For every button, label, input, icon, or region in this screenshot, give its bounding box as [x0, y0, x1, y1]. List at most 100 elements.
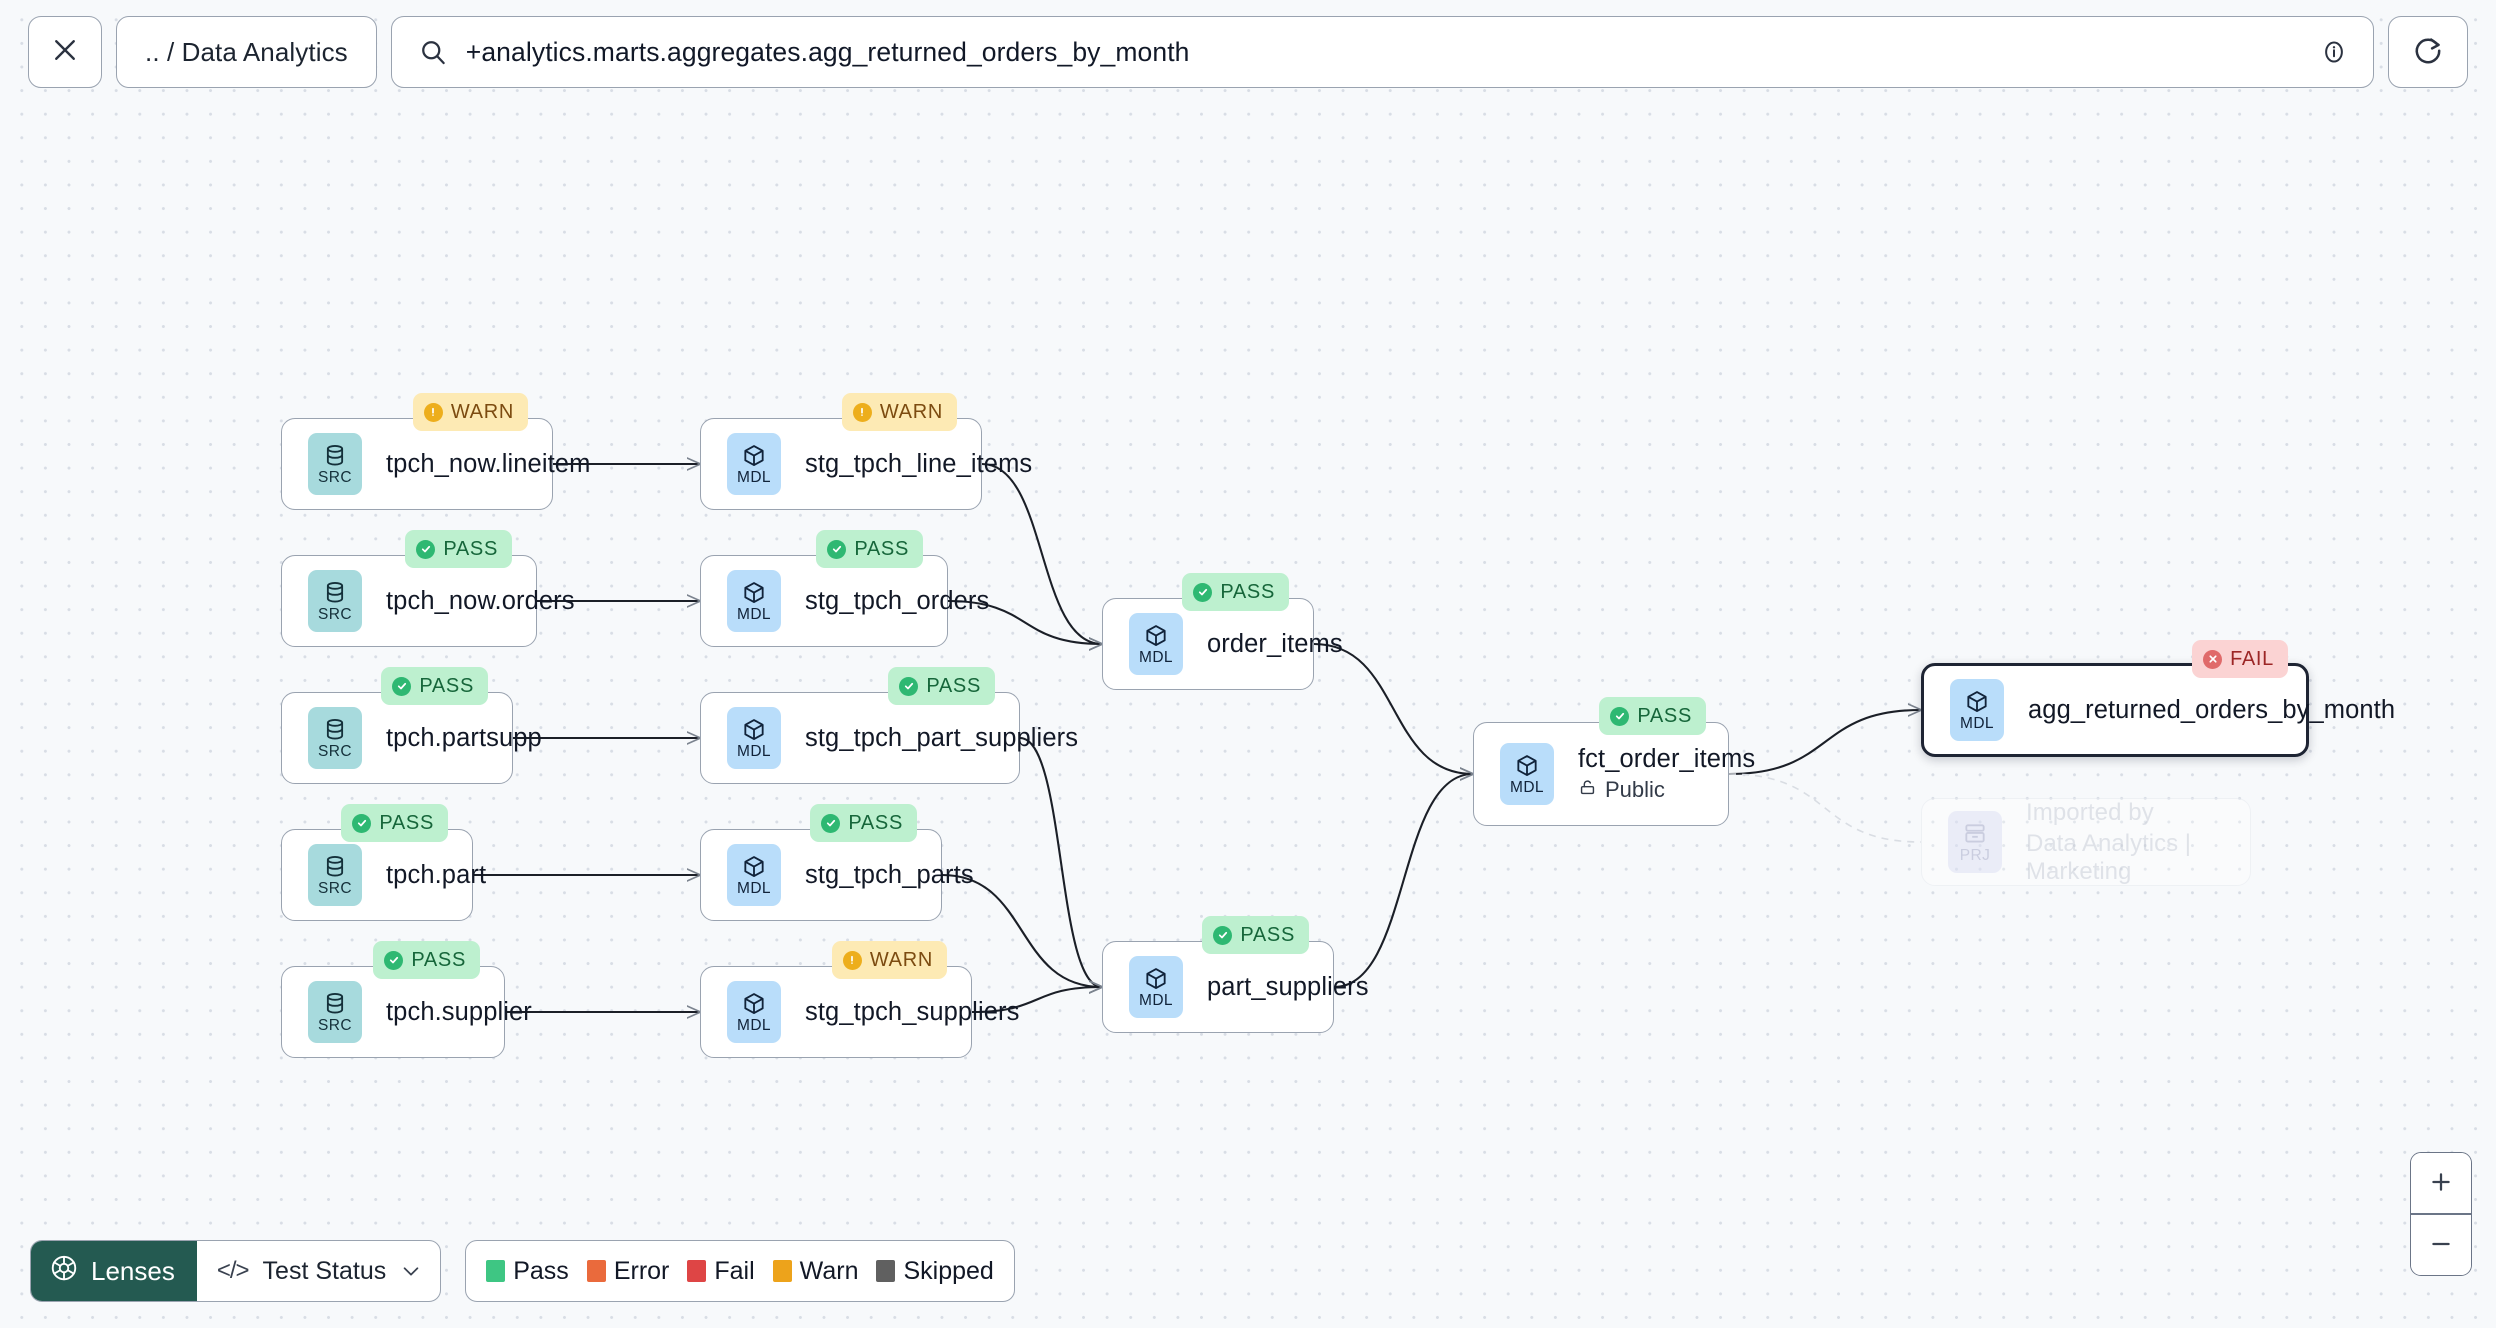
status-badge-label: PASS	[1637, 704, 1692, 727]
node-title: stg_tpch_part_suppliers	[805, 723, 1079, 752]
node-title: stg_tpch_line_items	[805, 449, 1033, 478]
chevron-down-icon	[400, 1260, 422, 1282]
status-badge: WARN	[412, 393, 528, 431]
src-type-chip: SRC	[308, 844, 362, 906]
plus-icon	[2428, 1169, 2454, 1198]
legend-swatch	[486, 1260, 506, 1282]
status-pass-icon	[1193, 582, 1213, 602]
refresh-button[interactable]	[2388, 16, 2468, 88]
mdl-type-chip: MDL	[1129, 956, 1183, 1018]
status-badge-label: PASS	[1220, 580, 1275, 603]
status-badge: WARN	[831, 941, 947, 979]
search-icon	[418, 37, 448, 67]
node-title: stg_tpch_orders	[805, 586, 990, 615]
status-badge: PASS	[1182, 573, 1289, 611]
status-pass-icon	[392, 676, 412, 696]
unlock-icon	[1578, 777, 1597, 803]
legend-swatch	[876, 1260, 896, 1282]
info-circle-icon[interactable]	[2319, 37, 2349, 67]
legend-label: Fail	[714, 1256, 755, 1285]
prj-type-chip: PRJ	[1948, 811, 2002, 873]
database-icon	[322, 580, 348, 606]
lens-select-label: Test Status	[262, 1256, 387, 1285]
status-badge: FAIL	[2192, 640, 2288, 678]
node-kind-label: MDL	[737, 468, 771, 486]
status-pass-icon	[1213, 925, 1233, 945]
node-text: order_items	[1207, 629, 1343, 659]
status-pass-icon	[821, 813, 841, 833]
node-text: tpch.supplier	[386, 998, 532, 1027]
zoom-divider	[2411, 1213, 2471, 1215]
node-text: stg_tpch_part_suppliers	[805, 723, 1079, 753]
graph-node-src_partsupp[interactable]: SRC tpch.partsupp PASS	[281, 667, 542, 784]
status-pass-icon	[352, 813, 372, 833]
node-title: tpch.partsupp	[386, 723, 542, 752]
search-input-value[interactable]: +analytics.marts.aggregates.agg_returned…	[465, 36, 1190, 67]
status-pass-icon	[416, 539, 436, 559]
breadcrumb[interactable]: .. / Data Analytics	[116, 16, 377, 88]
lens-select[interactable]: </> Test Status	[197, 1241, 440, 1301]
edge-part_suppliers-to-fct_order_items	[1333, 774, 1473, 989]
node-text: stg_tpch_parts	[805, 861, 974, 890]
edge-stg_partsup-to-part_suppliers	[1019, 736, 1102, 987]
node-kind-label: SRC	[318, 1016, 352, 1034]
status-badge-label: WARN	[450, 400, 514, 423]
mdl-type-chip: MDL	[727, 570, 781, 632]
lenses-button[interactable]: Lenses	[31, 1241, 197, 1301]
status-badge-label: PASS	[443, 537, 498, 560]
node-subtitle-label: Data Analytics | Marketing	[2026, 829, 2191, 885]
legend-item-warn: Warn	[772, 1257, 858, 1286]
lens-group: Lenses </> Test Status	[30, 1240, 442, 1302]
graph-node-src_orders[interactable]: SRC tpch_now.orders PASS	[281, 530, 575, 647]
close-icon	[50, 35, 80, 70]
mdl-type-chip: MDL	[727, 433, 781, 495]
database-icon	[322, 443, 348, 469]
status-badge: PASS	[381, 667, 488, 705]
status-badge-label: PASS	[854, 537, 909, 560]
node-title: agg_returned_orders_by_month	[2028, 695, 2396, 724]
graph-node-order_items[interactable]: MDL order_items PASS	[1102, 573, 1343, 690]
status-badge-label: WARN	[879, 400, 943, 423]
legend-item-error: Error	[586, 1256, 670, 1286]
src-type-chip: SRC	[308, 570, 362, 632]
mdl-type-chip: MDL	[727, 981, 781, 1043]
cube-icon	[741, 717, 767, 743]
zoom-in-button[interactable]	[2411, 1153, 2471, 1214]
cube-icon	[1143, 623, 1169, 649]
graph-node-src_part[interactable]: SRC tpch.part PASS	[281, 804, 487, 921]
mdl-type-chip: MDL	[1129, 613, 1183, 675]
cube-icon	[1143, 966, 1169, 992]
minus-icon	[2428, 1231, 2454, 1260]
search-bar[interactable]: +analytics.marts.aggregates.agg_returned…	[390, 16, 2374, 88]
status-warn-icon	[852, 402, 872, 422]
legend-label: Error	[613, 1256, 670, 1285]
node-kind-label: MDL	[1139, 648, 1173, 666]
graph-node-stg_line[interactable]: MDL stg_tpch_line_items WARN	[700, 393, 1033, 510]
status-badge: PASS	[341, 804, 448, 842]
graph-node-stg_orders[interactable]: MDL stg_tpch_orders PASS	[700, 530, 990, 647]
status-badge-label: PASS	[419, 674, 474, 697]
node-kind-label: MDL	[1510, 778, 1544, 796]
node-title: part_suppliers	[1207, 972, 1369, 1001]
node-title: tpch_now.orders	[386, 586, 575, 615]
status-badge: PASS	[816, 530, 923, 568]
edge-order_items-to-fct_order_items	[1313, 642, 1473, 774]
close-button[interactable]	[28, 16, 102, 88]
node-title: tpch.part	[386, 860, 487, 889]
legend-swatch	[772, 1260, 792, 1282]
status-pass-icon	[1610, 706, 1630, 726]
code-icon: </>	[216, 1257, 250, 1284]
zoom-out-button[interactable]	[2411, 1215, 2471, 1275]
node-title: order_items	[1207, 629, 1343, 658]
src-type-chip: SRC	[308, 707, 362, 769]
